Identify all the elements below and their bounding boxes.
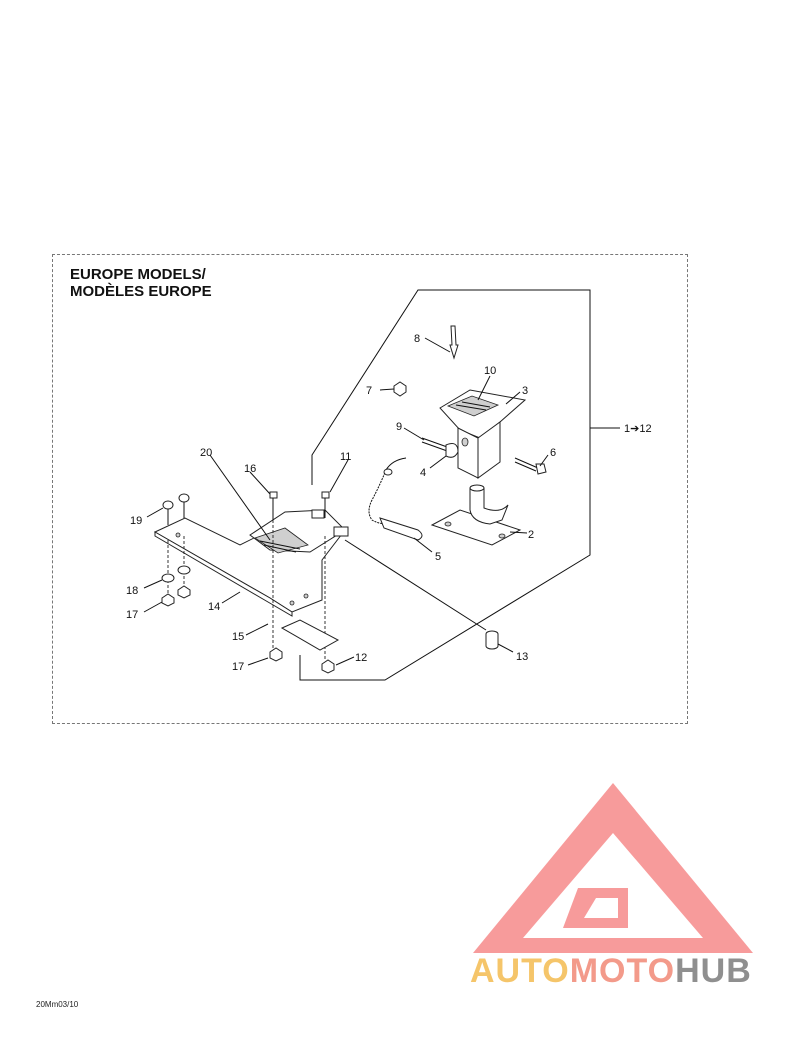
bolt-6-head xyxy=(535,463,547,475)
brand-part-hub: HUB xyxy=(675,952,752,990)
callout-16: 16 xyxy=(244,463,256,475)
lock-clip-4 xyxy=(445,443,459,458)
callout-11: 11 xyxy=(340,451,351,463)
nut-17 xyxy=(161,593,175,607)
screw-19-head xyxy=(162,500,174,510)
pin-8 xyxy=(449,325,459,360)
plate-hole xyxy=(303,593,309,599)
brand-part-moto: MOTO xyxy=(569,952,676,990)
hitch-bracket-3 xyxy=(439,389,527,439)
callout-18: 18 xyxy=(126,585,138,597)
watermark-brand: AUTOMOTOHUB xyxy=(470,952,752,991)
callout-10: 10 xyxy=(484,365,496,377)
screw-16-head xyxy=(269,491,278,499)
label-plate-20 xyxy=(254,527,309,554)
nut-12 xyxy=(321,659,335,674)
figure-code: 20Mm03/10 xyxy=(36,1000,79,1009)
callout-5: 5 xyxy=(435,551,441,563)
callout-range: 1➔12 xyxy=(624,423,652,435)
bracket-tab xyxy=(333,526,349,537)
callout-6: 6 xyxy=(550,447,556,459)
washer-18 xyxy=(161,573,175,583)
plate-hole xyxy=(175,532,181,538)
callout-4: 4 xyxy=(420,467,426,479)
callout-13: 13 xyxy=(516,651,528,663)
title-line-2: MODÈLES EUROPE xyxy=(70,283,212,300)
diagram-frame xyxy=(52,254,688,724)
title-line-1: EUROPE MODELS/ xyxy=(70,266,206,283)
callout-17-lower: 17 xyxy=(232,661,244,673)
nut-17 xyxy=(177,585,191,599)
hitch-pin-2 xyxy=(469,488,509,525)
callout-17-left: 17 xyxy=(126,609,138,621)
callout-14: 14 xyxy=(208,601,220,613)
callout-3: 3 xyxy=(522,385,528,397)
support-plate-15 xyxy=(280,619,340,651)
callout-19: 19 xyxy=(130,515,142,527)
callout-15: 15 xyxy=(232,631,244,643)
bracket-tab xyxy=(311,509,325,519)
callout-9: 9 xyxy=(396,421,402,433)
callout-20: 20 xyxy=(200,447,212,459)
group-outline xyxy=(299,289,591,681)
washer-18 xyxy=(177,565,191,575)
spacer-13-body xyxy=(485,634,499,650)
plate-hole xyxy=(289,600,295,606)
screw-11-head xyxy=(321,491,330,499)
diagram-title: EUROPE MODELS/ MODÈLES EUROPE xyxy=(70,266,212,300)
hitch-base-2 xyxy=(430,509,522,546)
callout-2: 2 xyxy=(528,529,534,541)
hitch-pin-5 xyxy=(379,517,423,541)
callout-8: 8 xyxy=(414,333,420,345)
watermark-logo-icon xyxy=(473,783,753,953)
nut-17-lower xyxy=(269,647,283,662)
lanyard-cable xyxy=(368,469,393,525)
bracket-leg xyxy=(477,421,501,479)
nut-7 xyxy=(393,381,407,397)
label-plate-10 xyxy=(446,395,500,417)
callout-7: 7 xyxy=(366,385,372,397)
base-plate-side xyxy=(154,531,293,617)
callout-12: 12 xyxy=(355,652,367,664)
brand-part-auto: AUTO xyxy=(470,952,570,990)
screw-19-head xyxy=(178,493,190,503)
